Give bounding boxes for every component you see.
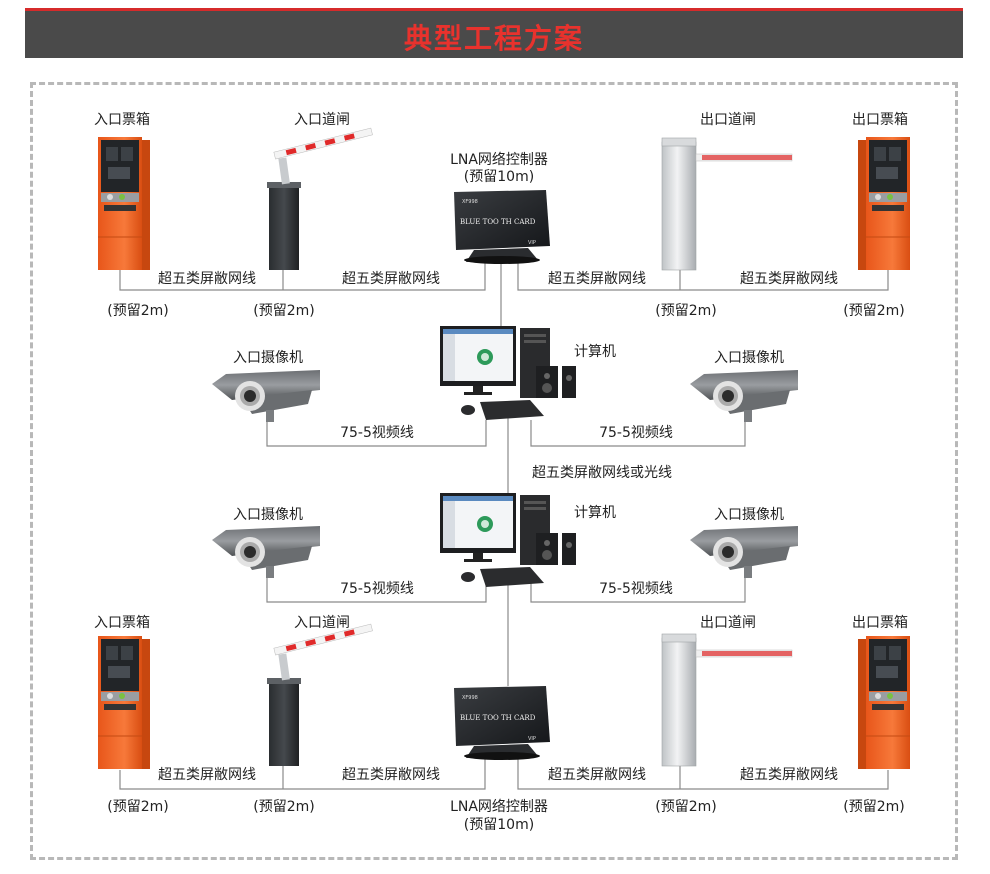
label-computer-bottom: 计算机 xyxy=(574,505,616,521)
exit-gate-bottom xyxy=(661,633,793,767)
label-controller-bottom: LNA网络控制器 xyxy=(450,799,548,815)
line-top-left-ticket xyxy=(119,258,486,291)
entry-gate-bottom xyxy=(267,623,373,766)
label-cable-3: 超五类屏敝网线 xyxy=(548,271,646,287)
controller-model: XF998 xyxy=(462,695,478,701)
label-cable-1: 超五类屏敝网线 xyxy=(158,271,256,287)
label-exit-gate-bottom: 出口道闸 xyxy=(700,615,756,631)
label-entry-ticket-box-top: 入口票箱 xyxy=(94,112,150,128)
label-reserve-2m-3: (预留2m) xyxy=(655,303,717,319)
line-bot-right xyxy=(517,758,889,790)
label-controller-top: LNA网络控制器 xyxy=(450,152,548,168)
line-cam-top-left xyxy=(266,410,487,447)
label-reserve-2m-7: (预留2m) xyxy=(655,799,717,815)
label-exit-gate-top: 出口道闸 xyxy=(700,112,756,128)
label-reserve-10m-bottom: (预留10m) xyxy=(463,817,535,833)
label-entry-camera-4: 入口摄像机 xyxy=(714,507,784,523)
page-header: 典型工程方案 xyxy=(25,8,963,58)
entry-camera-top-left xyxy=(212,370,320,422)
label-cable-5: 超五类屏敝网线 xyxy=(158,767,256,783)
line-bot-left-ticket xyxy=(119,758,486,790)
label-computer-top: 计算机 xyxy=(574,344,616,360)
label-reserve-2m-2: (预留2m) xyxy=(253,303,315,319)
label-reserve-2m-4: (预留2m) xyxy=(843,303,905,319)
entry-ticket-box-bottom xyxy=(98,636,150,769)
entry-ticket-box-top xyxy=(98,137,150,270)
diagram-frame xyxy=(30,82,958,860)
label-reserve-2m-6: (预留2m) xyxy=(253,799,315,815)
computer-top xyxy=(440,326,576,420)
controller-vip: VIP xyxy=(528,736,536,742)
label-cable-6: 超五类屏敝网线 xyxy=(342,767,440,783)
connection-lines xyxy=(119,258,889,790)
entry-camera-top-right xyxy=(690,370,798,422)
label-entry-camera-3: 入口摄像机 xyxy=(233,507,303,523)
label-cable-8: 超五类屏敝网线 xyxy=(740,767,838,783)
label-cable-2: 超五类屏敝网线 xyxy=(342,271,440,287)
controller-brand: BLUE TOO TH CARD xyxy=(460,714,536,722)
page-title: 典型工程方案 xyxy=(403,22,584,55)
exit-gate-top xyxy=(661,137,793,271)
label-entry-camera-2: 入口摄像机 xyxy=(714,350,784,366)
line-cam-bot-right xyxy=(530,566,746,603)
label-video-cable-3: 75-5视频线 xyxy=(340,581,414,597)
controller-device-bottom: XF998 BLUE TOO TH CARD VIP xyxy=(454,686,550,760)
exit-ticket-box-bottom xyxy=(858,636,910,769)
entry-camera-bottom-right xyxy=(690,526,798,578)
label-video-cable-1: 75-5视频线 xyxy=(340,425,414,441)
entry-camera-bottom-left xyxy=(212,526,320,578)
entry-gate-top xyxy=(267,127,373,270)
label-entry-ticket-box-bottom: 入口票箱 xyxy=(94,615,150,631)
exit-ticket-box-top xyxy=(858,137,910,270)
label-cable-4: 超五类屏敝网线 xyxy=(740,271,838,287)
label-video-cable-2: 75-5视频线 xyxy=(599,425,673,441)
label-entry-camera-1: 入口摄像机 xyxy=(233,350,303,366)
label-entry-gate-top: 入口道闸 xyxy=(294,112,350,128)
label-reserve-2m-5: (预留2m) xyxy=(107,799,169,815)
label-reserve-2m-1: (预留2m) xyxy=(107,303,169,319)
line-cam-bot-left xyxy=(266,566,487,603)
label-exit-ticket-box-top: 出口票箱 xyxy=(852,112,908,128)
label-exit-ticket-box-bottom: 出口票箱 xyxy=(852,615,908,631)
computer-bottom xyxy=(440,493,576,587)
line-top-right xyxy=(517,258,889,291)
line-cam-top-right xyxy=(530,410,746,447)
label-cable-or-fiber: 超五类屏敝网线或光线 xyxy=(532,465,672,481)
label-reserve-2m-8: (预留2m) xyxy=(843,799,905,815)
label-cable-7: 超五类屏敝网线 xyxy=(548,767,646,783)
controller-model: XF998 xyxy=(462,199,478,205)
controller-brand: BLUE TOO TH CARD xyxy=(460,218,536,226)
controller-vip: VIP xyxy=(528,240,536,246)
label-entry-gate-bottom: 入口道闸 xyxy=(294,615,350,631)
controller-device-top: XF998 BLUE TOO TH CARD VIP xyxy=(454,190,550,264)
label-reserve-10m-top: (预留10m) xyxy=(463,169,535,185)
label-video-cable-4: 75-5视频线 xyxy=(599,581,673,597)
